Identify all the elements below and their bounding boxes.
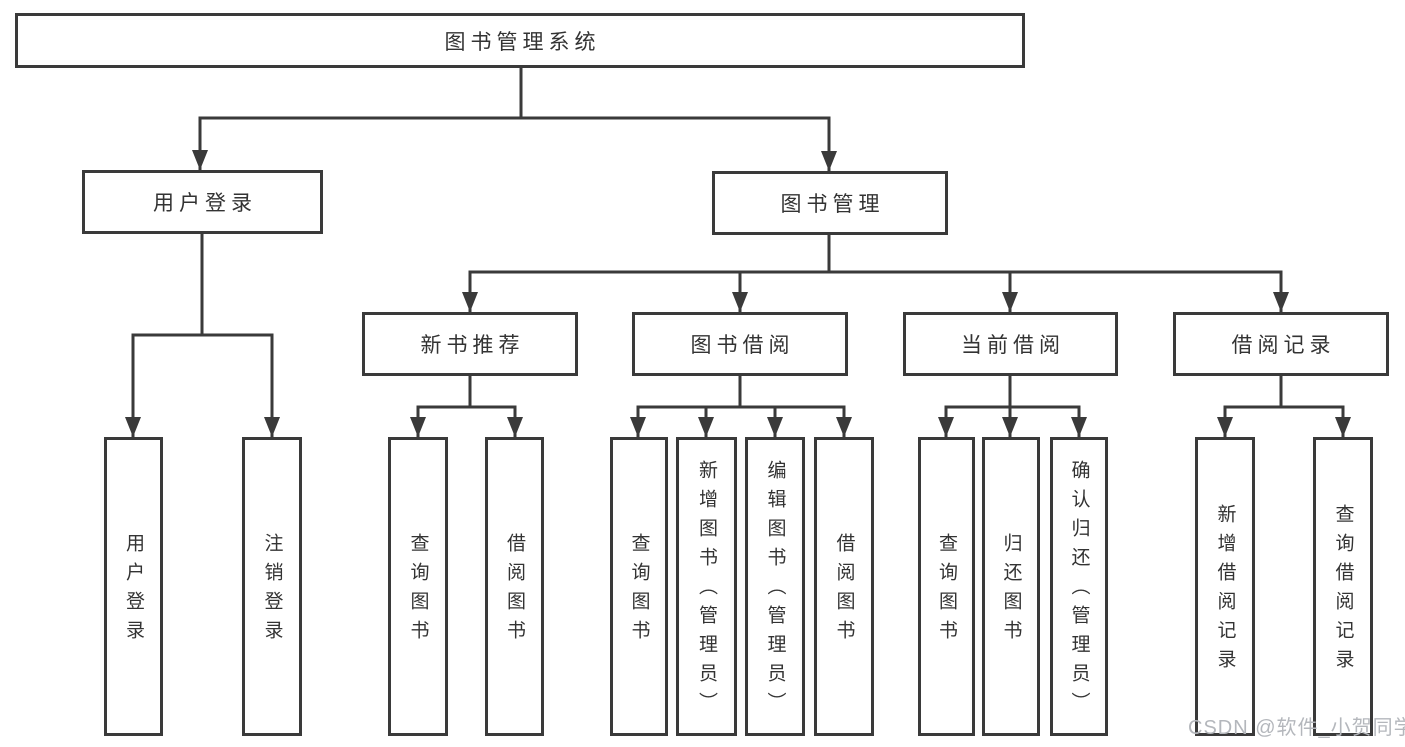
leaf-user-login: 用户登录 bbox=[104, 437, 163, 736]
leaf-add-book-admin: 新增图书（管理员） bbox=[676, 437, 737, 736]
leaf-edit-book-admin: 编辑图书（管理员） bbox=[745, 437, 805, 736]
node-user-login: 用户登录 bbox=[82, 170, 323, 234]
leaf-label: 借阅图书 bbox=[833, 532, 855, 649]
node-borrow-records: 借阅记录 bbox=[1173, 312, 1389, 376]
leaf-label: 借阅图书 bbox=[504, 532, 525, 649]
leaf-query-books: 查询图书 bbox=[918, 437, 975, 736]
leaf-add-borrow-record: 新增借阅记录 bbox=[1195, 437, 1255, 736]
node-root-library-system: 图书管理系统 bbox=[15, 13, 1025, 68]
node-label: 当前借阅 bbox=[961, 334, 1065, 357]
leaf-query-borrow-record: 查询借阅记录 bbox=[1313, 437, 1373, 736]
leaf-label: 查询借阅记录 bbox=[1332, 503, 1354, 678]
leaf-label: 注销登录 bbox=[261, 532, 283, 649]
leaf-confirm-return-admin: 确认归还（管理员） bbox=[1050, 437, 1108, 736]
node-label: 图书管理系统 bbox=[444, 30, 601, 54]
leaf-label: 查询图书 bbox=[628, 532, 650, 649]
node-label: 图书管理 bbox=[780, 193, 885, 216]
leaf-borrow-books: 借阅图书 bbox=[814, 437, 874, 736]
leaf-label: 新增图书（管理员） bbox=[696, 460, 717, 721]
leaf-label: 确认归还（管理员） bbox=[1068, 460, 1090, 721]
leaf-query-books: 查询图书 bbox=[388, 437, 448, 736]
node-label: 用户登录 bbox=[153, 192, 257, 215]
node-book-management: 图书管理 bbox=[712, 171, 948, 235]
leaf-borrow-books: 借阅图书 bbox=[485, 437, 544, 736]
node-book-borrow: 图书借阅 bbox=[632, 312, 848, 376]
leaf-logout: 注销登录 bbox=[242, 437, 302, 736]
csdn-watermark: CSDN @软件_小贺同学 bbox=[1188, 717, 1405, 739]
node-label: 借阅记录 bbox=[1231, 334, 1336, 357]
leaf-label: 编辑图书（管理员） bbox=[764, 460, 786, 721]
node-new-book-recommend: 新书推荐 bbox=[362, 312, 578, 376]
leaf-label: 查询图书 bbox=[407, 532, 429, 649]
leaf-label: 用户登录 bbox=[123, 532, 144, 649]
leaf-query-books: 查询图书 bbox=[610, 437, 668, 736]
leaf-return-book: 归还图书 bbox=[982, 437, 1040, 736]
leaf-label: 新增借阅记录 bbox=[1214, 503, 1236, 678]
leaf-label: 查询图书 bbox=[936, 532, 957, 649]
leaf-label: 归还图书 bbox=[1000, 532, 1022, 649]
node-current-borrow: 当前借阅 bbox=[903, 312, 1118, 376]
node-label: 图书借阅 bbox=[690, 334, 795, 357]
node-label: 新书推荐 bbox=[420, 334, 525, 357]
